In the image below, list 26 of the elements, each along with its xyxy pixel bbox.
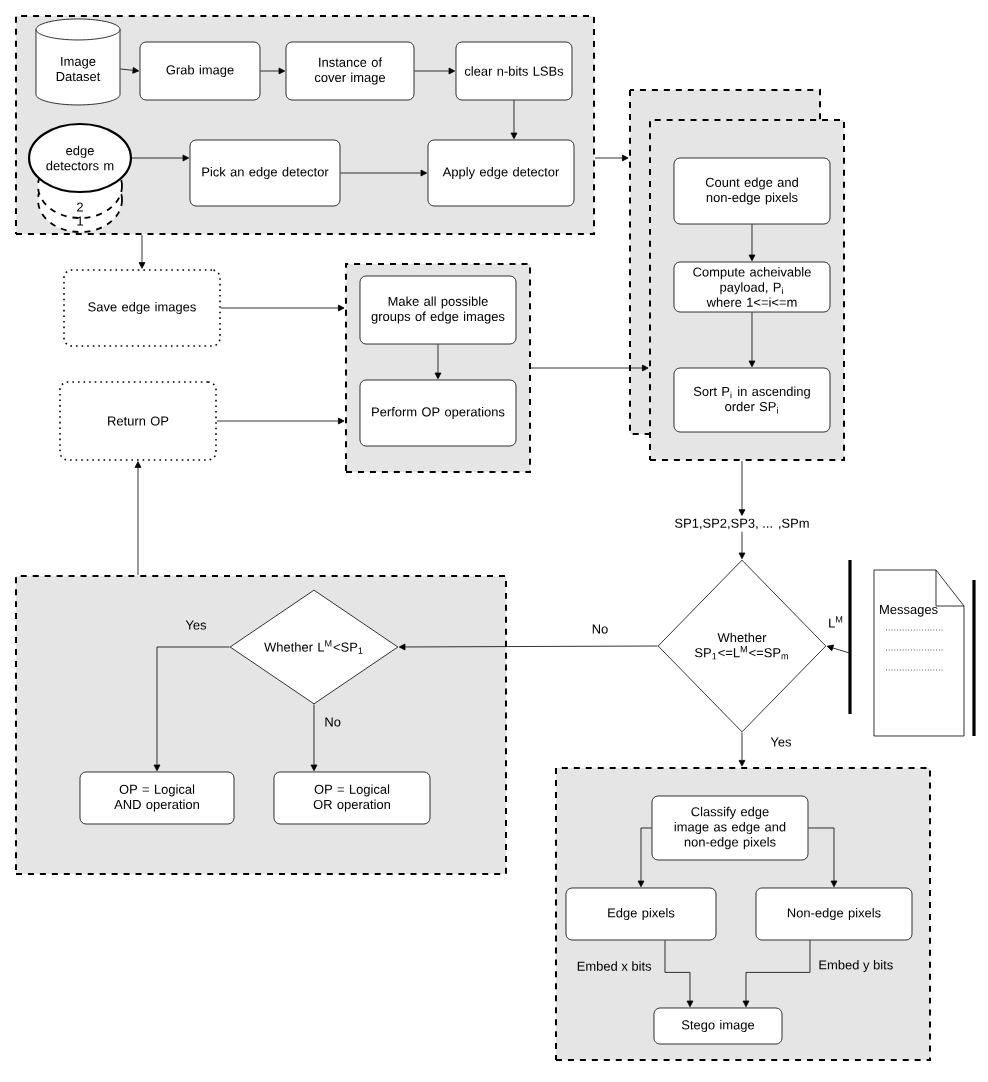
arrow [220, 304, 345, 312]
arrow [738, 460, 746, 516]
arrow [138, 234, 146, 269]
arrow [637, 827, 652, 888]
arrow [153, 646, 230, 772]
arrow [664, 940, 694, 1008]
arrow [260, 67, 286, 75]
arrow [738, 531, 746, 560]
arrow [748, 312, 756, 368]
arrow [748, 224, 756, 262]
arrow [510, 100, 518, 140]
arrow [398, 643, 658, 651]
arrow [808, 827, 838, 888]
arrow [826, 644, 850, 654]
arrow [738, 732, 746, 767]
arrow [131, 154, 190, 162]
arrow [530, 364, 649, 372]
arrow [120, 67, 140, 74]
arrow [434, 344, 442, 380]
arrow [594, 154, 629, 162]
arrow [216, 417, 345, 425]
arrow [414, 67, 456, 75]
arrow [340, 169, 428, 177]
arrow [310, 704, 318, 772]
arrow [742, 940, 811, 1008]
arrow [134, 461, 142, 576]
